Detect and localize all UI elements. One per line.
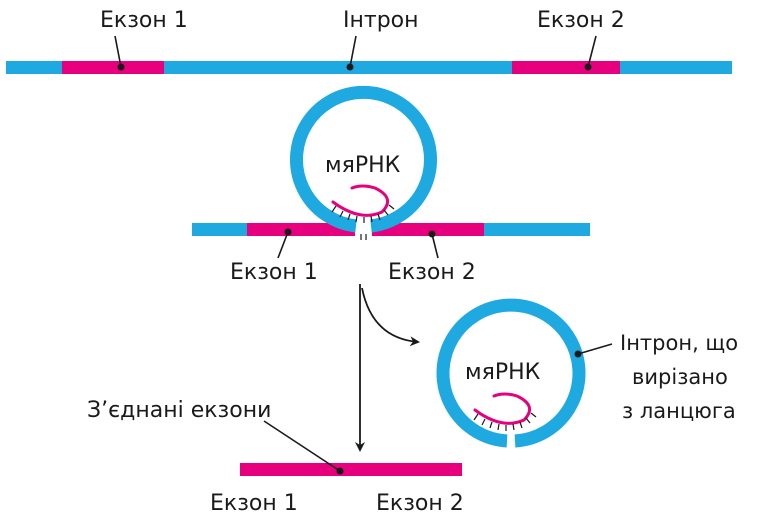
middle-callouts xyxy=(277,231,439,259)
joined-callout-dot xyxy=(336,467,344,475)
middle-snrna-strand xyxy=(331,184,390,217)
top-exon2-label: Екзон 2 xyxy=(537,8,625,33)
bottom-exon1-label: Екзон 1 xyxy=(210,491,298,516)
joined-callout xyxy=(263,420,341,472)
middle-strand xyxy=(192,223,590,236)
excised-intron-loop xyxy=(436,298,586,448)
excised-snrna-label: мяРНК xyxy=(465,360,541,385)
middle-exon1-label: Екзон 1 xyxy=(230,260,318,285)
excised-label-line-2: вирізано xyxy=(632,365,728,389)
top-intron-label: Інтрон xyxy=(343,8,419,33)
top-callout-dots xyxy=(117,63,592,71)
exon2-segment xyxy=(512,61,620,74)
top-callouts xyxy=(114,35,597,68)
middle-exon2-label: Екзон 2 xyxy=(388,260,476,285)
excised-label-line-1: Інтрон, що xyxy=(620,331,738,355)
middle-snrna-ticks xyxy=(331,204,395,223)
middle-gap-ticks xyxy=(360,234,367,240)
intron-loop xyxy=(290,85,437,233)
top-exon1-label: Екзон 1 xyxy=(100,8,188,33)
excised-snrna-ticks xyxy=(473,412,537,431)
middle-exon1-segment xyxy=(247,223,355,236)
excised-callout xyxy=(577,343,613,355)
curved-arrow xyxy=(361,287,420,347)
excised-label-line-3: з ланцюга xyxy=(622,399,736,423)
joined-exons-label: З’єднані екзони xyxy=(87,398,271,423)
middle-snrna-label: мяРНК xyxy=(325,153,401,178)
joined-exons-strand xyxy=(240,463,462,476)
exon1-segment xyxy=(62,61,164,74)
middle-exon2-segment xyxy=(372,223,484,236)
excised-snrna-strand xyxy=(473,392,532,425)
bottom-exon2-label: Екзон 2 xyxy=(376,491,464,516)
excised-callout-dot xyxy=(574,350,582,358)
pre-mrna-strand xyxy=(6,61,732,74)
middle-callout-dots xyxy=(284,228,436,238)
